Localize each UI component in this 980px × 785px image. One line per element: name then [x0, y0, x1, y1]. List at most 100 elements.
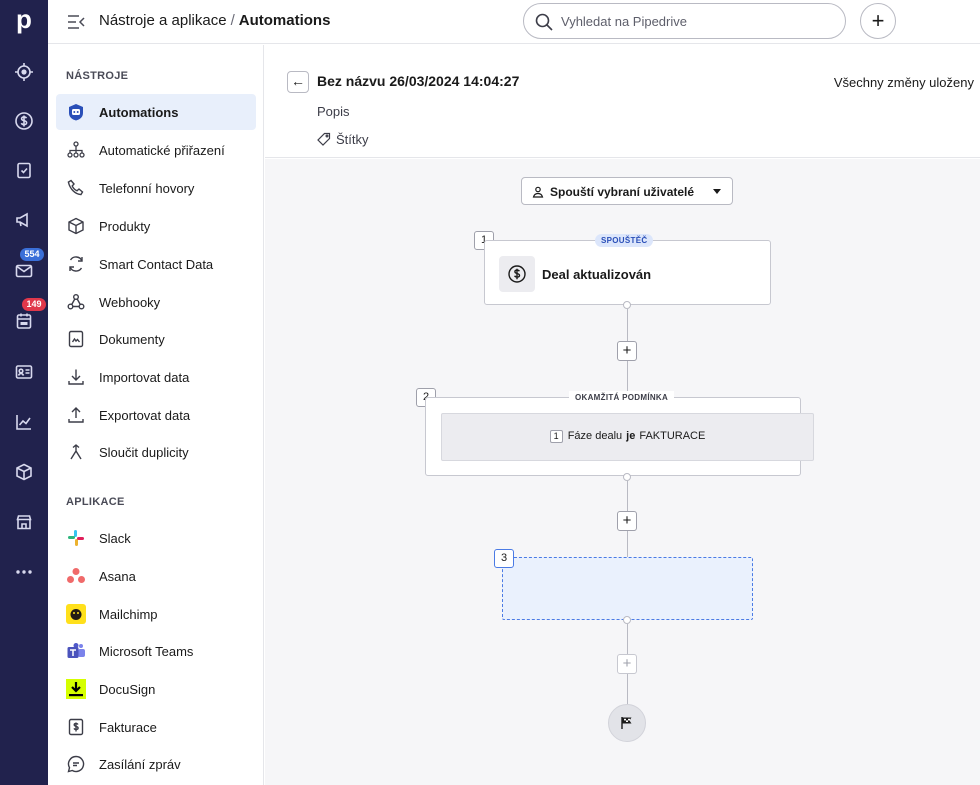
- sidebar-item-label: Zasílání zpráv: [99, 757, 181, 772]
- store-icon[interactable]: [12, 510, 36, 534]
- mail-icon[interactable]: [12, 259, 36, 283]
- sidebar-item-merge-duplicates[interactable]: Sloučit duplicity: [56, 434, 256, 470]
- docusign-icon: [66, 679, 86, 699]
- condition-operator: je: [626, 430, 636, 442]
- quick-add-button[interactable]: +: [860, 3, 896, 39]
- step-number: 3: [494, 549, 514, 568]
- clipboard-check-icon[interactable]: [12, 158, 36, 182]
- sync-icon: [66, 254, 86, 274]
- sidebar-item-webhooks[interactable]: Webhooky: [56, 284, 256, 320]
- calendar-icon[interactable]: [12, 309, 36, 333]
- sidebar-item-invoicing[interactable]: Fakturace: [56, 709, 256, 745]
- sidebar-item-label: DocuSign: [99, 682, 156, 697]
- sidebar-item-mailchimp[interactable]: Mailchimp: [56, 596, 256, 632]
- workflow-title[interactable]: Bez názvu 26/03/2024 14:04:27: [317, 73, 520, 89]
- sidebar-item-smart-contact-data[interactable]: Smart Contact Data: [56, 246, 256, 282]
- invoice-icon: [66, 717, 86, 737]
- sidebar-item-documents[interactable]: Dokumenty: [56, 321, 256, 357]
- workflow-canvas[interactable]: Spouští vybraní uživatelé 1 Deal aktuali…: [265, 159, 980, 785]
- connector-dot: [623, 616, 631, 624]
- add-step-button[interactable]: +: [617, 654, 637, 674]
- chart-icon[interactable]: [12, 410, 36, 434]
- add-step-button[interactable]: +: [617, 341, 637, 361]
- caret-down-icon: [713, 189, 721, 194]
- connector-line: [627, 481, 628, 511]
- connector-dot: [623, 301, 631, 309]
- back-button[interactable]: ←: [287, 71, 309, 93]
- sidebar-item-label: Slack: [99, 531, 131, 546]
- section-title-tools: NÁSTROJE: [66, 70, 129, 82]
- sidebar-item-export-data[interactable]: Exportovat data: [56, 397, 256, 433]
- empty-action-placeholder[interactable]: [502, 557, 753, 620]
- trigger-label: Deal aktualizován: [542, 267, 652, 282]
- contacts-card-icon[interactable]: [12, 360, 36, 384]
- asana-icon: [66, 566, 86, 586]
- target-icon[interactable]: [12, 60, 36, 84]
- sidebar-item-automations[interactable]: Automations: [56, 94, 256, 130]
- sidebar-item-messaging[interactable]: Zasílání zpráv: [56, 746, 256, 782]
- trigger-step-card[interactable]: Deal aktualizován: [484, 240, 771, 305]
- mail-badge: 554: [20, 248, 44, 261]
- sidebar-item-microsoft-teams[interactable]: Microsoft Teams: [56, 633, 256, 669]
- automation-robot-icon: [66, 102, 86, 122]
- user-icon: [532, 185, 544, 198]
- connector-line: [627, 309, 628, 341]
- import-icon: [66, 367, 86, 387]
- sidebar-item-label: Automatické přiřazení: [99, 143, 225, 158]
- assignment-tree-icon: [66, 140, 86, 160]
- more-icon[interactable]: [12, 560, 36, 584]
- dollar-circle-icon: [499, 256, 535, 292]
- pipedrive-logo[interactable]: p: [16, 4, 32, 34]
- run-by-label: Spouští vybraní uživatelé: [550, 185, 695, 199]
- tags-field[interactable]: Štítky: [317, 132, 369, 147]
- breadcrumb: Nástroje a aplikace/Automations: [99, 12, 330, 29]
- breadcrumb-separator: /: [230, 12, 235, 29]
- slack-icon: [66, 528, 86, 548]
- condition-index: 1: [549, 430, 563, 443]
- sidebar-item-label: Importovat data: [99, 370, 190, 385]
- run-by-dropdown[interactable]: Spouští vybraní uživatelé: [521, 177, 733, 205]
- mailchimp-icon: [66, 604, 86, 624]
- box-icon: [66, 216, 86, 236]
- condition-type-badge: OKAMŽITÁ PODMÍNKA: [569, 391, 675, 404]
- description-field[interactable]: Popis: [317, 104, 350, 119]
- add-step-button[interactable]: +: [617, 511, 637, 531]
- phone-icon: [66, 178, 86, 198]
- sidebar-item-docusign[interactable]: DocuSign: [56, 671, 256, 707]
- top-bar: Nástroje a aplikace/Automations Vyhledat…: [48, 0, 980, 44]
- box-icon[interactable]: [12, 460, 36, 484]
- tools-sidebar: NÁSTROJE Automations Automatické přiřaze…: [48, 45, 264, 785]
- export-icon: [66, 405, 86, 425]
- trigger-type-badge: SPOUŠTĚČ: [595, 234, 654, 247]
- sidebar-item-auto-assignment[interactable]: Automatické přiřazení: [56, 132, 256, 168]
- sidebar-item-asana[interactable]: Asana: [56, 558, 256, 594]
- breadcrumb-parent[interactable]: Nástroje a aplikace: [99, 12, 227, 29]
- dollar-icon[interactable]: [12, 109, 36, 133]
- tag-icon: [317, 132, 331, 146]
- workflow-editor: ← Bez názvu 26/03/2024 14:04:27 Všechny …: [265, 45, 980, 785]
- sidebar-item-slack[interactable]: Slack: [56, 520, 256, 556]
- sidebar-item-label: Webhooky: [99, 295, 161, 310]
- connector-dot: [623, 473, 631, 481]
- sidebar-item-label: Exportovat data: [99, 408, 191, 423]
- sidebar-item-label: Telefonní hovory: [99, 181, 195, 196]
- collapse-menu-icon[interactable]: [66, 13, 86, 31]
- connector-line: [627, 531, 628, 557]
- sidebar-item-phone-calls[interactable]: Telefonní hovory: [56, 170, 256, 206]
- section-title-apps: APLIKACE: [66, 496, 125, 508]
- save-status: Všechny změny uloženy: [833, 75, 974, 90]
- merge-icon: [66, 442, 86, 462]
- sidebar-item-label: Fakturace: [99, 720, 157, 735]
- sidebar-item-label: Automations: [99, 105, 179, 120]
- sidebar-item-products[interactable]: Produkty: [56, 208, 256, 244]
- tags-label: Štítky: [336, 132, 369, 147]
- search-input[interactable]: Vyhledat na Pipedrive: [523, 3, 846, 39]
- megaphone-icon[interactable]: [12, 208, 36, 232]
- app-rail: p 554 149: [0, 0, 48, 785]
- calendar-badge: 149: [22, 298, 46, 311]
- sidebar-item-import-data[interactable]: Importovat data: [56, 359, 256, 395]
- sidebar-item-label: Mailchimp: [99, 607, 158, 622]
- condition-value: FAKTURACE: [639, 430, 706, 442]
